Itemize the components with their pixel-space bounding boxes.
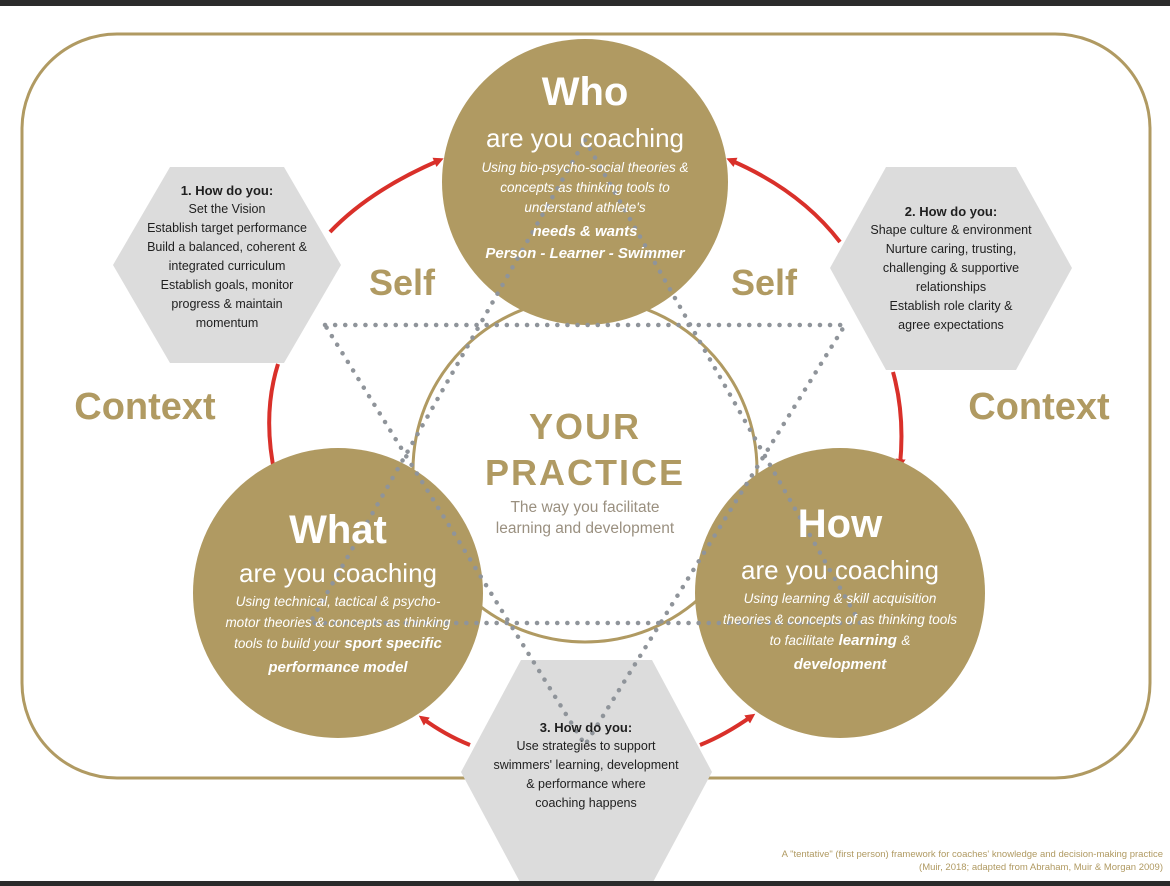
who-circle [442, 39, 728, 325]
arrow-who-to-hex2 [726, 157, 842, 244]
hex2-line: challenging & supportive [882, 261, 1020, 275]
caption: A "tentative" (first person) framework f… [600, 848, 1163, 874]
what-circle [193, 448, 483, 738]
hex3-line: swimmers' learning, development [493, 758, 679, 772]
hex3-heading: 3. How do you: [539, 720, 633, 735]
context-label-right: Context [968, 386, 1110, 428]
center-desc-line-2: learning and development [495, 520, 675, 537]
who-title: Who [541, 70, 629, 114]
who-person-line: Person - Learner - Swimmer [485, 245, 685, 262]
center-desc-line-1: The way you facilitate [510, 499, 660, 516]
hex1-heading: 1. How do you: [180, 183, 274, 198]
who-desc-line-3: understand athlete's [524, 200, 646, 215]
arrow-hex1-to-what [267, 363, 280, 479]
self-label-right: Self [730, 262, 798, 303]
what-desc-line-3-row: tools to build your sport specific [198, 633, 478, 655]
how-subtitle: are you coaching [740, 555, 940, 585]
dotted-triangle-up [306, 137, 864, 626]
who-desc-line-2: concepts as thinking tools to [500, 180, 670, 195]
top-frame-bar [0, 0, 1170, 6]
hex1-line: Establish goals, monitor [160, 278, 294, 292]
bottom-frame-bar [0, 881, 1170, 886]
what-desc-line-2: motor theories & concepts as thinking [225, 615, 451, 630]
hex2-line: Establish role clarity & [889, 299, 1013, 313]
hex1-line: progress & maintain [171, 297, 283, 311]
center-title-line-2: PRACTICE [484, 452, 685, 493]
hex1-line: momentum [195, 316, 259, 330]
hex1-line: Establish target performance [147, 221, 307, 235]
hexagon-1 [113, 167, 341, 363]
what-emph-1: sport specific [344, 635, 442, 652]
hex2-text: 2. How do you: Shape culture & environme… [836, 202, 1066, 335]
context-label-left: Context [74, 386, 216, 428]
how-desc-line-3: to facilitate [769, 633, 835, 648]
how-desc-line-1: Using learning & skill acquisition [743, 591, 937, 606]
hex1-line: Build a balanced, coherent & [147, 240, 307, 254]
hex1-line: Set the Vision [188, 202, 266, 216]
caption-line-1: A "tentative" (first person) framework f… [781, 849, 1163, 860]
hex2-line: Nurture caring, trusting, [885, 242, 1017, 256]
how-amp: & [901, 633, 911, 648]
how-circle [695, 448, 985, 738]
hex2-line: agree expectations [898, 318, 1004, 332]
arrow-hex3-to-how [699, 713, 756, 747]
how-desc-line-3-row: to facilitate learning & [700, 630, 980, 652]
how-title: How [797, 502, 883, 546]
hexagon-2 [830, 167, 1072, 370]
hex3-line: coaching happens [535, 796, 637, 810]
arrow-hex2-to-how [891, 371, 906, 469]
what-emph-2: performance model [268, 659, 408, 676]
who-desc-line-1: Using bio-psycho-social theories & [481, 160, 689, 175]
caption-line-2: (Muir, 2018; adapted from Abraham, Muir … [919, 862, 1163, 873]
who-needs-wants: needs & wants [532, 223, 638, 240]
how-desc-line-2: theories & concepts of as thinking tools [722, 612, 958, 627]
arrow-hex3-to-what [418, 715, 471, 747]
what-desc-line-1: Using technical, tactical & psycho- [235, 594, 441, 609]
hex1-text: 1. How do you: Set the Vision Establish … [122, 181, 332, 333]
hex2-line: Shape culture & environment [870, 223, 1032, 237]
what-title: What [289, 508, 387, 552]
how-emph-1: learning [838, 632, 897, 649]
hex3-line: Use strategies to support [516, 739, 656, 753]
hex2-line: relationships [915, 280, 987, 294]
what-subtitle: are you coaching [238, 558, 438, 588]
arrow-hex1-to-who [328, 157, 444, 234]
who-subtitle: are you coaching [485, 123, 685, 153]
how-emph-2: development [793, 656, 887, 673]
hex1-line: integrated curriculum [168, 259, 286, 273]
what-desc-line-3: tools to build your [234, 636, 340, 651]
hex3-text: 3. How do you: Use strategies to support… [471, 718, 701, 813]
hexagon-3 [461, 660, 712, 884]
dotted-triangle-down [322, 322, 850, 750]
hex3-line: & performance where [526, 777, 646, 791]
hex2-heading: 2. How do you: [904, 204, 998, 219]
self-label-left: Self [368, 262, 436, 303]
center-title-line-1: YOUR [528, 406, 641, 447]
